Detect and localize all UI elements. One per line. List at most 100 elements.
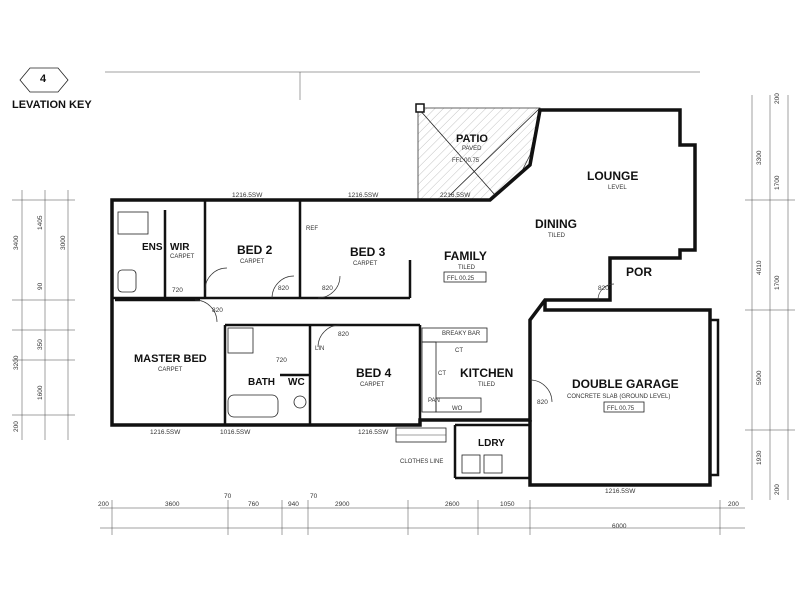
room-lounge: LOUNGE LEVEL	[587, 169, 638, 191]
bath-fixtures	[117, 211, 503, 474]
room-finish: PAVED	[462, 146, 482, 152]
door-label: 720	[276, 357, 287, 364]
room-level: FFL 00.75	[607, 406, 635, 412]
room-name: LOUNGE	[587, 169, 638, 183]
bottom-dim-b: 3600	[165, 501, 180, 508]
bottom-dim-j: 6000	[612, 523, 627, 530]
bottom-dim-d: 760	[248, 501, 259, 508]
left-dim-e: 350	[37, 339, 44, 350]
ref-label: REF	[306, 226, 318, 232]
room-name: BED 4	[356, 366, 392, 380]
room-name: LDRY	[478, 438, 505, 449]
room-patio: PATIO PAVED FFL 00.75	[452, 133, 488, 164]
brekky-bar-label: BREAKY BAR	[442, 331, 481, 337]
right-dim-h: 200	[774, 484, 781, 495]
door-label: 820	[598, 285, 609, 292]
room-ens: ENS	[142, 242, 163, 253]
room-name: DOUBLE GARAGE	[572, 377, 679, 391]
room-finish: LEVEL	[608, 185, 627, 191]
room-bed4: BED 4 CARPET	[356, 366, 392, 388]
right-dim-a: 200	[774, 93, 781, 104]
room-dining: DINING TILED	[535, 217, 577, 239]
window-label: 1216.5SW	[358, 429, 389, 436]
door-label: 720	[172, 287, 183, 294]
room-name: FAMILY	[444, 249, 487, 263]
bottom-dimensions: 200 3600 70 760 940 70 2900 2600 1050 60…	[98, 493, 745, 535]
elevation-key-marker	[19, 67, 69, 93]
room-name: PATIO	[456, 133, 488, 145]
left-dim-b: 1405	[37, 215, 44, 230]
bottom-dim-e: 940	[288, 501, 299, 508]
door-label: 820	[322, 285, 333, 292]
room-finish: TILED	[548, 233, 566, 239]
room-level: FFL 00.75	[452, 158, 480, 164]
room-name: WC	[288, 377, 305, 388]
room-bath: BATH	[248, 377, 275, 388]
elevation-key: 4 LEVATION KEY	[12, 67, 92, 111]
patio-post	[415, 103, 425, 113]
level-box	[443, 271, 487, 283]
bottom-dim-h: 2600	[445, 501, 460, 508]
room-name: WIR	[170, 242, 190, 253]
patio-diagonal-2	[449, 107, 541, 196]
door-labels: 820 820 820 820 820 720 720 820	[172, 285, 609, 406]
level-box	[603, 401, 645, 413]
bottom-dim-f: 70	[310, 493, 318, 500]
elevation-key-label: LEVATION KEY	[12, 99, 92, 111]
left-dim-a: 3400	[13, 235, 20, 250]
right-dim-f: 5900	[756, 370, 763, 385]
room-finish: CARPET	[170, 254, 195, 260]
elevation-key-number: 4	[40, 73, 47, 85]
room-bed2: BED 2 CARPET	[237, 243, 273, 265]
window-label: 1216.5SW	[605, 488, 636, 495]
left-dimensions: 3400 1405 90 3000 350 3200 1600 200	[12, 190, 75, 440]
room-kitchen: KITCHEN TILED	[460, 366, 513, 388]
patio-area	[417, 107, 541, 201]
room-finish: CARPET	[360, 382, 385, 388]
wo-label: WO	[452, 406, 463, 412]
room-finish: TILED	[478, 382, 496, 388]
room-wir: WIR CARPET	[170, 242, 195, 260]
left-dim-g: 1600	[37, 385, 44, 400]
room-ldry: LDRY	[478, 438, 505, 449]
door-label: 820	[338, 331, 349, 338]
window-label: 1216.5SW	[348, 192, 379, 199]
patio-diagonal	[417, 107, 496, 196]
room-name: KITCHEN	[460, 366, 513, 380]
window-label: 1016.5SW	[220, 429, 251, 436]
door-label: 820	[212, 307, 223, 314]
room-finish: CARPET	[158, 367, 183, 373]
room-finish: CARPET	[240, 259, 265, 265]
room-por: POR	[626, 265, 652, 279]
room-name: ENS	[142, 242, 163, 253]
room-name: BED 3	[350, 245, 386, 259]
right-dim-c: 1700	[774, 175, 781, 190]
room-name: MASTER BED	[134, 353, 207, 365]
window-labels: 1216.5SW 1216.5SW 2216.5SW 1216.5SW 1016…	[150, 192, 636, 495]
window-label: 2216.5SW	[440, 192, 471, 199]
room-name: DINING	[535, 217, 577, 231]
window-label: 1216.5SW	[232, 192, 263, 199]
bottom-dim-g: 2900	[335, 501, 350, 508]
room-name: BATH	[248, 377, 275, 388]
door-swings	[194, 267, 615, 403]
left-dim-d: 3000	[60, 235, 67, 250]
room-family: FAMILY TILED FFL 00.25	[443, 249, 487, 283]
room-finish: CONCRETE SLAB (GROUND LEVEL)	[567, 394, 670, 400]
bottom-dim-i: 1050	[500, 501, 515, 508]
interior-walls	[112, 200, 612, 480]
ct-label-1: CT	[438, 371, 446, 377]
room-level: FFL 00.25	[447, 276, 475, 282]
left-dim-f: 3200	[13, 355, 20, 370]
room-bed3: BED 3 CARPET	[350, 245, 386, 267]
bottom-dim-c: 70	[224, 493, 232, 500]
door-label: 820	[537, 399, 548, 406]
clothes-line-label: CLOTHES LINE	[400, 459, 443, 465]
room-double-garage: DOUBLE GARAGE CONCRETE SLAB (GROUND LEVE…	[567, 377, 679, 413]
pan-label: PAN	[428, 398, 440, 404]
lin-label: LIN	[315, 346, 324, 352]
bottom-dim-k: 200	[728, 501, 739, 508]
right-dimensions: 200 3300 1700 4010 1700 5900 1930 200	[745, 93, 795, 500]
room-finish: TILED	[458, 265, 476, 271]
right-dim-d: 4010	[756, 260, 763, 275]
